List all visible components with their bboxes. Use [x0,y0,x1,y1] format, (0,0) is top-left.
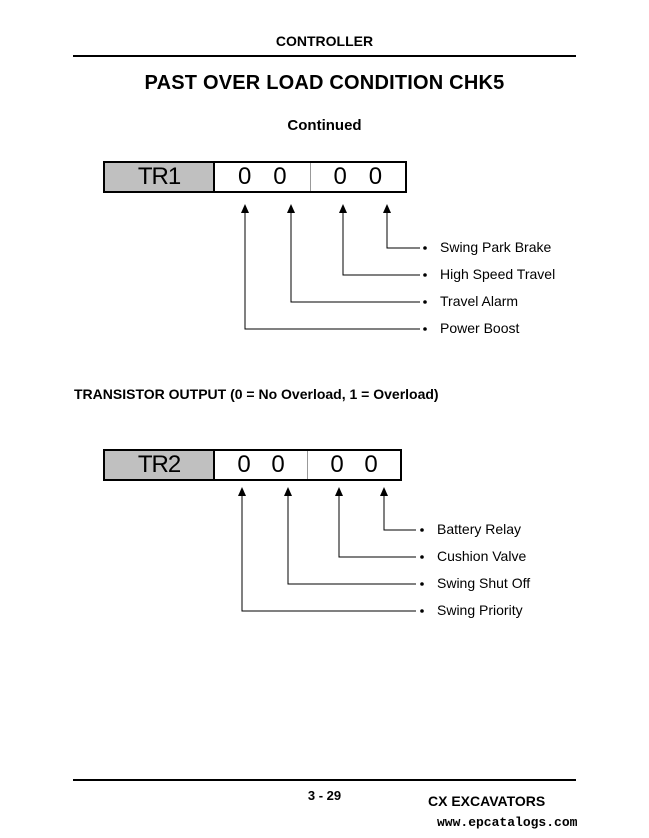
tr2-label: TR2 [105,451,215,479]
tr1-label: TR1 [105,163,215,191]
tr1-leader-travel-alarm [290,205,420,303]
running-header: CONTROLLER [275,33,374,49]
watermark: www.epcatalogs.com [437,815,578,830]
page-subtitle: Continued [287,117,362,134]
tr1-item-label: Travel Alarm [440,293,519,309]
tr2-register: TR2 0 0 0 0 [103,449,402,481]
tr2-leader-swing-shut-off [287,488,416,585]
tr1-bit: 0 [237,163,252,190]
tr2-item-label: Cushion Valve [437,548,527,564]
tr1-register: TR1 0 0 0 0 [103,161,407,193]
tr1-bit: 0 [368,163,383,190]
tr1-bit: 0 [333,163,347,190]
footer-brand: CX EXCAVATORS [428,793,546,809]
tr1-item-label: High Speed Travel [440,266,556,282]
header-rule [73,55,576,57]
tr2-item-label: Swing Priority [437,602,523,618]
tr2-bit: 0 [237,451,251,478]
page-title: PAST OVER LOAD CONDITION CHK5 [144,72,505,94]
tr1-item-label: Swing Park Brake [440,239,552,255]
page-number: 3 - 29 [307,788,342,803]
tr2-leader-battery-relay [383,488,416,531]
tr2-bit: 0 [271,451,285,478]
section-heading: TRANSISTOR OUTPUT (0 = No Overload, 1 = … [74,386,439,402]
tr1-item-label: Power Boost [440,320,520,336]
tr1-leader-swing-park-brake [386,205,420,249]
footer-rule [73,779,576,781]
tr2-leader-cushion-valve [338,488,416,558]
tr1-leader-high-speed-travel [342,205,420,276]
tr2-leader-swing-priority [241,488,416,612]
tr2-bit: 0 [330,451,344,478]
tr2-item-label: Swing Shut Off [437,575,531,591]
tr1-bit: 0 [273,163,287,190]
tr1-leader-power-boost [244,205,420,330]
tr2-item-label: Battery Relay [437,521,522,537]
tr2-bit: 0 [364,451,378,478]
